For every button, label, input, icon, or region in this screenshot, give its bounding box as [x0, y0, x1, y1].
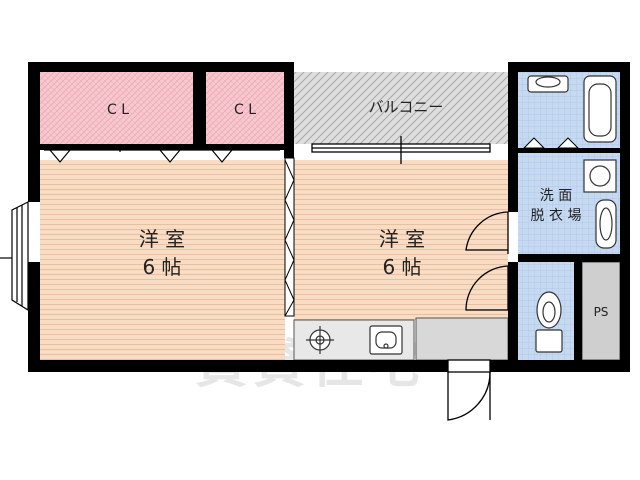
closet-left-label: C L	[107, 102, 129, 118]
closet-right	[206, 72, 284, 144]
room-doors	[465, 211, 509, 311]
washroom-label-2: 脱 衣 場	[531, 208, 582, 224]
toilet	[535, 291, 563, 353]
entrance-floor	[415, 317, 509, 361]
balcony-label: バルコニー	[369, 98, 444, 116]
bath-sink	[527, 75, 569, 93]
western-right-size: 6 帖	[382, 255, 421, 279]
closet-left	[40, 72, 193, 144]
western-left-size: 6 帖	[142, 255, 181, 279]
bathtub	[583, 75, 617, 143]
balcony-window	[311, 136, 491, 164]
folding-partition	[284, 157, 295, 317]
walls	[28, 62, 630, 372]
closet-right-label: C L	[234, 102, 256, 118]
washbasin	[595, 199, 617, 249]
balcony	[294, 72, 508, 144]
washroom-label-1: 洗 面	[540, 188, 572, 204]
western-room-right	[294, 160, 508, 320]
western-left-name: 洋 室	[139, 227, 185, 251]
stove	[306, 326, 334, 354]
entrance-door	[447, 359, 491, 421]
western-room-left	[40, 160, 285, 360]
western-right-name: 洋 室	[379, 227, 425, 251]
kitchen-sink	[369, 325, 403, 355]
pipe-space-label: PS	[594, 305, 609, 319]
bath-door-markers	[522, 137, 580, 149]
closet-door-markers	[44, 147, 280, 163]
washing-machine	[583, 159, 617, 193]
bay-window	[0, 201, 29, 312]
